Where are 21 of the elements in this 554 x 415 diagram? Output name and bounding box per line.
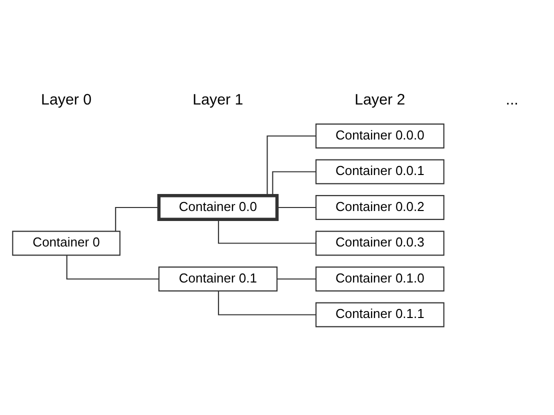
label: Layer 1 (192, 91, 244, 108)
node-box: Container 0.0.3 (315, 230, 444, 256)
connector (277, 206, 316, 208)
label: ... (506, 91, 518, 108)
connector (66, 255, 159, 280)
node-box: Container 0.0 (157, 194, 279, 222)
node-box: Container 0.0.2 (315, 195, 444, 220)
connector (266, 135, 316, 196)
node-box: Container 0 (12, 230, 120, 256)
node-box: Container 0.0.1 (315, 159, 444, 184)
node-box: Container 0.1.1 (315, 302, 444, 328)
node-box: Container 0.1.0 (315, 266, 444, 292)
connector (218, 291, 316, 316)
connector (218, 220, 316, 244)
node-box: Container 0.1 (158, 266, 278, 292)
connector (277, 278, 316, 280)
connector (115, 206, 159, 232)
label: Layer 2 (354, 91, 406, 108)
connector (272, 171, 316, 196)
node-box: Container 0.0.0 (315, 124, 444, 148)
label: Layer 0 (41, 91, 92, 108)
